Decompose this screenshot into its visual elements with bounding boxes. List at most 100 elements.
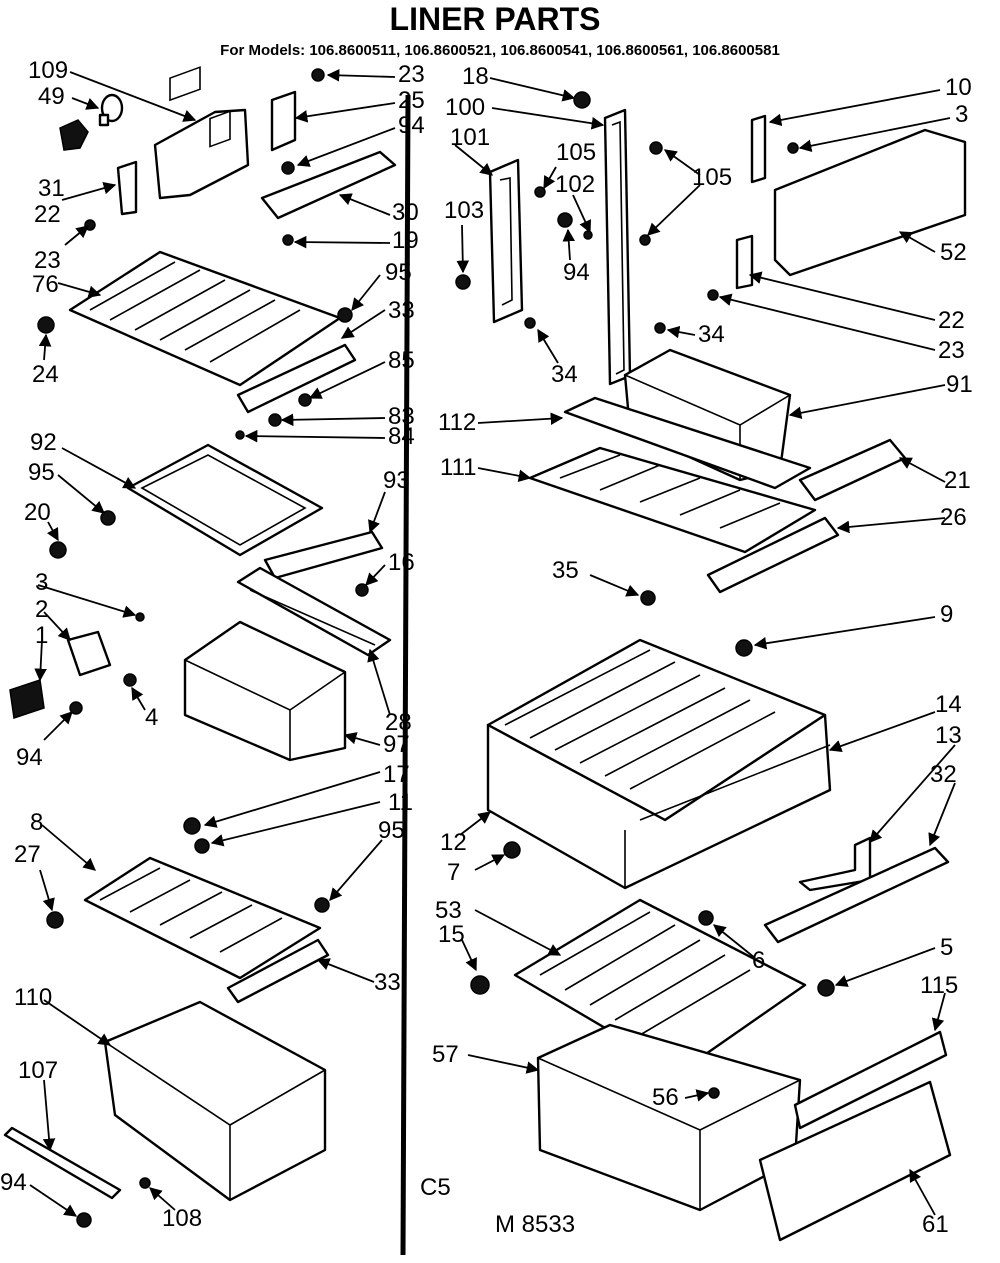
shelf-part-112	[563, 396, 812, 490]
callout-3: 3	[35, 569, 48, 596]
shelf-trim-part-33-upper	[236, 343, 357, 414]
callout-22: 22	[938, 307, 965, 334]
callout-22: 22	[34, 201, 61, 228]
callout-34: 34	[698, 321, 725, 348]
callout-33: 33	[388, 297, 415, 324]
callout-1: 1	[35, 622, 48, 649]
callout-23: 23	[34, 247, 61, 274]
callout-31: 31	[38, 175, 65, 202]
callout-12: 12	[440, 829, 467, 856]
callout-23: 23	[398, 61, 425, 88]
callout-4: 4	[145, 704, 158, 731]
callout-94: 94	[398, 112, 425, 139]
page-title: LINER PARTS	[390, 1, 601, 37]
callout-20: 20	[24, 499, 51, 526]
callout-95: 95	[385, 259, 412, 286]
callout-83: 83	[388, 403, 415, 430]
crisper-pan-part-14	[486, 713, 832, 890]
light-bulb-part-49	[98, 93, 124, 127]
callout-101: 101	[450, 124, 490, 151]
callout-9: 9	[940, 601, 953, 628]
callout-53: 53	[435, 897, 462, 924]
callout-28: 28	[385, 709, 412, 736]
rail-part-107	[3, 1126, 122, 1200]
callout-109: 109	[28, 57, 68, 84]
callout-95: 95	[378, 817, 405, 844]
rail-part-28	[236, 566, 392, 657]
callout-33: 33	[374, 969, 401, 996]
callout-115: 115	[920, 972, 958, 999]
callout-11: 11	[388, 789, 413, 816]
callout-94: 94	[16, 744, 43, 771]
callout-25: 25	[398, 87, 425, 114]
drawer-front-part-61	[758, 1080, 952, 1242]
callout-2: 2	[35, 596, 48, 623]
diagram-code-c5: C5	[420, 1174, 451, 1201]
leader-lines	[29, 69, 956, 1217]
bracket-part-2	[66, 630, 112, 677]
callout-92: 92	[30, 429, 57, 456]
callout-84: 84	[388, 423, 415, 450]
callout-108: 108	[162, 1205, 202, 1232]
callout-112: 112	[438, 409, 476, 436]
callout-35: 35	[552, 557, 579, 584]
trim-part-26	[706, 516, 840, 594]
callout-76: 76	[32, 271, 59, 298]
drawer-part-57	[536, 1023, 802, 1212]
shelf-trim-part-33-lower	[226, 938, 330, 1004]
callout-19: 19	[392, 227, 419, 254]
callout-6: 6	[752, 947, 765, 974]
callout-14: 14	[935, 691, 962, 718]
callout-3: 3	[955, 101, 968, 128]
rail-part-100	[603, 108, 632, 386]
callout-102: 102	[555, 171, 595, 198]
bracket-part-22-right	[735, 234, 754, 290]
callout-32: 32	[930, 761, 957, 788]
pan-part-97	[183, 620, 347, 762]
callout-5: 5	[940, 934, 953, 961]
callout-34: 34	[551, 361, 578, 388]
callout-94: 94	[0, 1169, 27, 1196]
callout-94: 94	[563, 259, 590, 286]
callout-21: 21	[944, 467, 971, 494]
callout-107: 107	[18, 1057, 58, 1084]
control-housing-part-109	[153, 66, 250, 200]
callout-85: 85	[388, 347, 415, 374]
bracket-part-22-left	[116, 160, 138, 216]
callout-17: 17	[383, 761, 410, 788]
callout-111: 111	[440, 454, 476, 481]
callout-93: 93	[383, 467, 410, 494]
callout-27: 27	[14, 841, 41, 868]
callout-110: 110	[14, 984, 52, 1011]
callout-7: 7	[447, 859, 460, 886]
trim-part-115	[793, 1030, 948, 1130]
left-fasteners	[37, 68, 369, 1228]
callout-105: 105	[692, 164, 732, 191]
tray-part-92	[126, 443, 324, 557]
callout-91: 91	[946, 371, 973, 398]
callout-52: 52	[940, 239, 967, 266]
callout-61: 61	[922, 1211, 949, 1238]
switch-part-1	[9, 679, 45, 719]
callout-95: 95	[28, 459, 55, 486]
drawer-part-110	[103, 1000, 327, 1202]
callout-16: 16	[388, 549, 415, 576]
center-divider	[400, 94, 411, 1256]
callout-labels: 109 49 31 22 23 76 24 23 25 94 30 19 95 …	[0, 57, 973, 1238]
callout-26: 26	[940, 504, 967, 531]
callout-23: 23	[938, 337, 965, 364]
rail-part-101	[488, 158, 524, 324]
callout-18: 18	[462, 63, 489, 90]
bracket-part-25	[270, 90, 297, 152]
shelf-part-111	[528, 446, 817, 554]
bracket-part-10	[750, 114, 767, 184]
trim-part-21	[798, 438, 907, 502]
callout-13: 13	[935, 722, 962, 749]
models-subtitle: For Models: 106.8600511, 106.8600521, 10…	[220, 42, 780, 59]
shelf-part-8	[83, 856, 322, 980]
callout-105: 105	[556, 139, 596, 166]
diagram-code-m: M 8533	[495, 1211, 575, 1238]
callout-15: 15	[438, 921, 465, 948]
callout-24: 24	[32, 361, 59, 388]
